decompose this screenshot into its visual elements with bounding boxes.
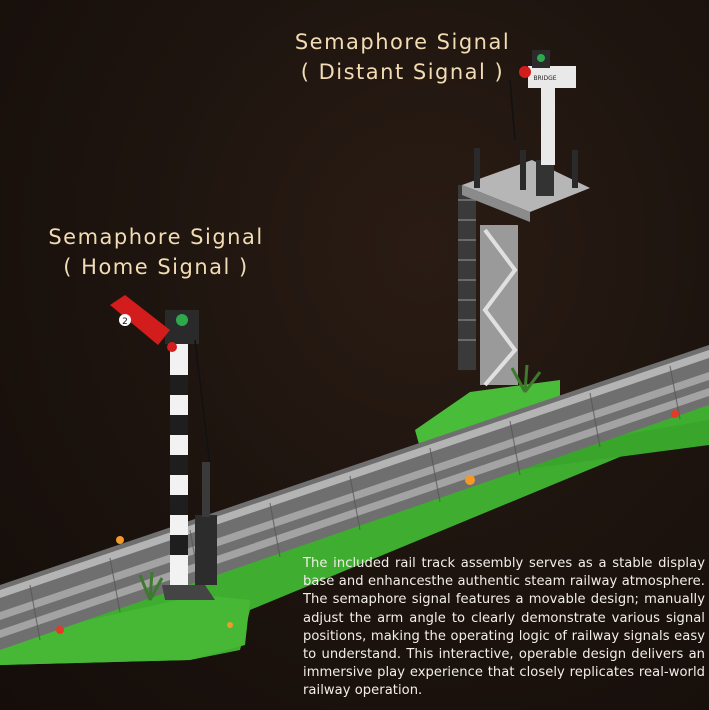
home-signal-title: Semaphore Signal [48,225,264,249]
distant-signal-subtitle: ( Distant Signal ) [300,60,505,84]
home-arm-plate: 2 [122,317,128,327]
home-signal-subtitle: ( Home Signal ) [63,255,249,279]
home-signal-label: Semaphore Signal ( Home Signal ) [22,222,290,282]
distant-arm-plate: BRIDGE [533,75,556,82]
distant-signal-title: Semaphore Signal [294,30,511,54]
decorative-flowers [56,410,679,634]
home-signal-model: 2 [110,295,217,600]
product-description: The included rail track assembly serves … [303,556,705,699]
distant-signal-model: BRIDGE [458,50,590,387]
decorative-plants [138,364,542,601]
distant-signal-label: Semaphore Signal ( Distant Signal ) [270,27,535,87]
